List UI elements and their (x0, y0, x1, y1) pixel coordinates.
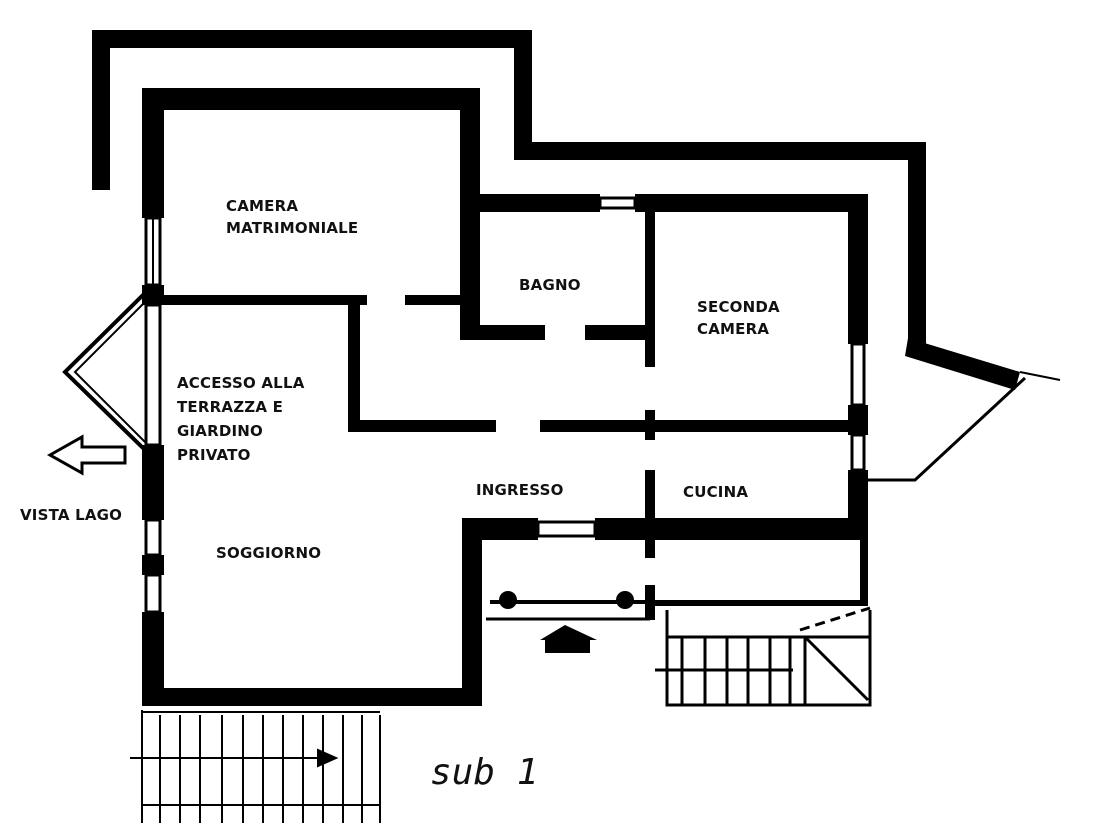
label-line: GIARDINO (177, 422, 263, 440)
sheet-label: sub 1 (430, 752, 539, 793)
stairs-bottom (130, 710, 381, 823)
label-line: TERRAZZA E (177, 398, 284, 416)
label-line: PRIVATO (177, 446, 251, 464)
entrance-porch (486, 591, 868, 621)
label-line: ACCESSO ALLA (177, 374, 305, 392)
room-label-seconda-camera: SECONDA CAMERA (697, 296, 780, 340)
room-label-ingresso: INGRESSO (476, 481, 564, 499)
label-line: CAMERA (697, 320, 770, 338)
vista-lago-label: VISTA LAGO (20, 506, 123, 524)
room-label-soggiorno: SOGGIORNO (216, 544, 322, 562)
label-line: SECONDA (697, 298, 780, 316)
label-line: MATRIMONIALE (226, 219, 359, 237)
windows (62, 196, 1061, 614)
label-line: CAMERA (226, 197, 299, 215)
room-label-bagno: BAGNO (519, 276, 581, 294)
stairs-right (655, 606, 872, 707)
room-label-cucina: CUCINA (683, 483, 749, 501)
arrow-left-icon (46, 434, 127, 476)
room-label-camera-matrimoniale: CAMERA MATRIMONIALE (226, 195, 358, 239)
entrance-marker-icon (540, 625, 597, 653)
walls (92, 30, 1020, 706)
room-label-accesso-terrazza: ACCESSO ALLA TERRAZZA E GIARDINO PRIVATO (177, 371, 305, 467)
